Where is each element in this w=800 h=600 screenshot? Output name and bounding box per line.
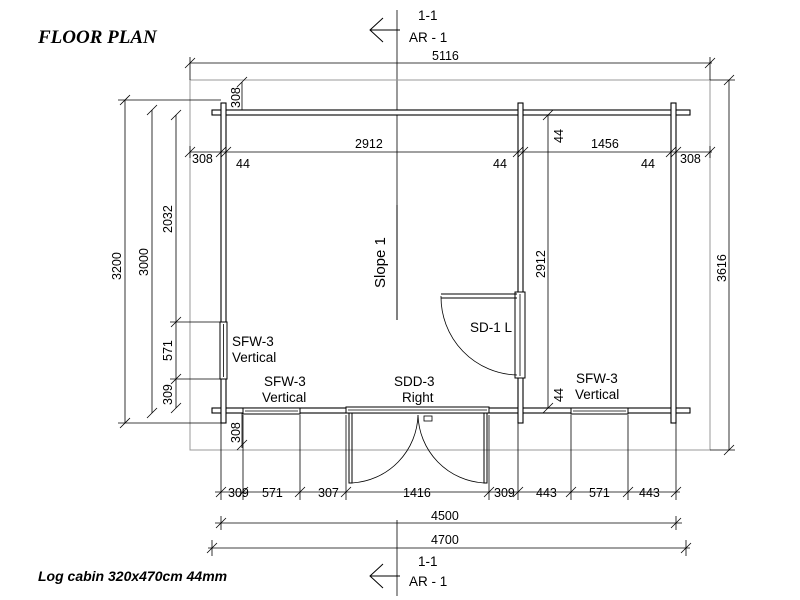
dimension-tick — [215, 486, 227, 498]
dim-overall-left-height: 3200 — [110, 252, 124, 280]
dim-wall-thickness-partition-bottom: 44 — [552, 388, 566, 402]
drawing-footer: Log cabin 320x470cm 44mm — [38, 568, 227, 584]
dimension-tick — [220, 146, 232, 158]
dim-front-total-inner: 4500 — [431, 509, 459, 523]
front-door-label-1: SDD-3 — [394, 374, 435, 389]
front-door-label-2: Right — [402, 390, 434, 405]
section-number-bottom: 1-1 — [418, 554, 438, 569]
dim-inner-left-height: 3000 — [137, 248, 151, 276]
dimension-tick — [340, 486, 352, 498]
front-double-door — [345, 406, 490, 484]
front-window-left-label-1: SFW-3 — [264, 374, 306, 389]
dim-roof-overhang-bottom: 308 — [229, 422, 243, 443]
dim-left-wall-overhang: 308 — [192, 152, 213, 166]
dim-left-lower-segment: 309 — [161, 384, 175, 405]
dim-front-total-outer: 4700 — [431, 533, 459, 547]
dim-front-seg-8: 443 — [639, 486, 660, 500]
dim-partition-length: 2912 — [534, 250, 548, 278]
dimension-lines — [118, 57, 735, 556]
roof-outline — [189, 79, 711, 451]
dim-left-window-width: 571 — [161, 340, 175, 361]
dim-wall-thickness-right: 44 — [641, 157, 655, 171]
dim-right-wall-overhang: 308 — [680, 152, 701, 166]
inner-door-label: SD-1 L — [470, 320, 513, 335]
dim-front-seg-4: 1416 — [403, 486, 431, 500]
dimension-tick — [670, 486, 682, 498]
front-window-right-label-2: Vertical — [575, 387, 619, 402]
dimension-tick — [184, 146, 196, 158]
front-window-left-label-2: Vertical — [262, 390, 306, 405]
dimension-tick — [704, 146, 716, 158]
dimension-tick — [565, 486, 577, 498]
dim-left-upper-segment: 2032 — [161, 205, 175, 233]
section-ref-bottom: AR - 1 — [409, 574, 447, 589]
front-dimension-ticks — [184, 146, 716, 498]
front-window-left — [242, 407, 301, 415]
dim-wall-thickness-mid-left: 44 — [493, 157, 507, 171]
dim-wall-thickness-mid-vertical: 44 — [552, 129, 566, 143]
left-window — [219, 321, 228, 380]
dim-front-seg-1: 309 — [228, 486, 249, 500]
dimension-tick — [237, 486, 249, 498]
dimension-tick — [512, 146, 524, 158]
inner-door — [440, 291, 526, 379]
front-window-right — [570, 407, 629, 415]
dimension-tick — [215, 146, 227, 158]
dim-room-right-width: 1456 — [591, 137, 619, 151]
dim-roof-overhang-top: 308 — [229, 87, 243, 108]
section-marker-top: 1-1 AR - 1 — [369, 8, 447, 320]
dim-front-seg-3: 307 — [318, 486, 339, 500]
dimension-tick — [665, 146, 677, 158]
left-window-label-1: SFW-3 — [232, 334, 274, 349]
drawing-title: FLOOR PLAN — [37, 27, 158, 48]
section-marker-bottom: 1-1 AR - 1 — [369, 520, 447, 596]
dim-front-seg-5: 309 — [494, 486, 515, 500]
dimension-tick — [517, 146, 529, 158]
dimension-tick — [483, 486, 495, 498]
dimension-tick — [670, 146, 682, 158]
dimension-tick — [294, 486, 306, 498]
dimension-tick — [512, 486, 524, 498]
dim-front-seg-6: 443 — [536, 486, 557, 500]
section-ref-top: AR - 1 — [409, 30, 447, 45]
dim-wall-thickness-left: 44 — [236, 157, 250, 171]
front-window-right-label-1: SFW-3 — [576, 371, 618, 386]
dim-front-seg-7: 571 — [589, 486, 610, 500]
section-number-top: 1-1 — [418, 8, 438, 23]
dim-overall-right-height: 3616 — [715, 254, 729, 282]
slope-label: Slope 1 — [372, 237, 389, 288]
left-window-label-2: Vertical — [232, 350, 276, 365]
dim-front-seg-2: 571 — [262, 486, 283, 500]
dim-overall-top: 5116 — [432, 49, 459, 63]
dimension-tick — [622, 486, 634, 498]
dim-room-left-width: 2912 — [355, 137, 383, 151]
